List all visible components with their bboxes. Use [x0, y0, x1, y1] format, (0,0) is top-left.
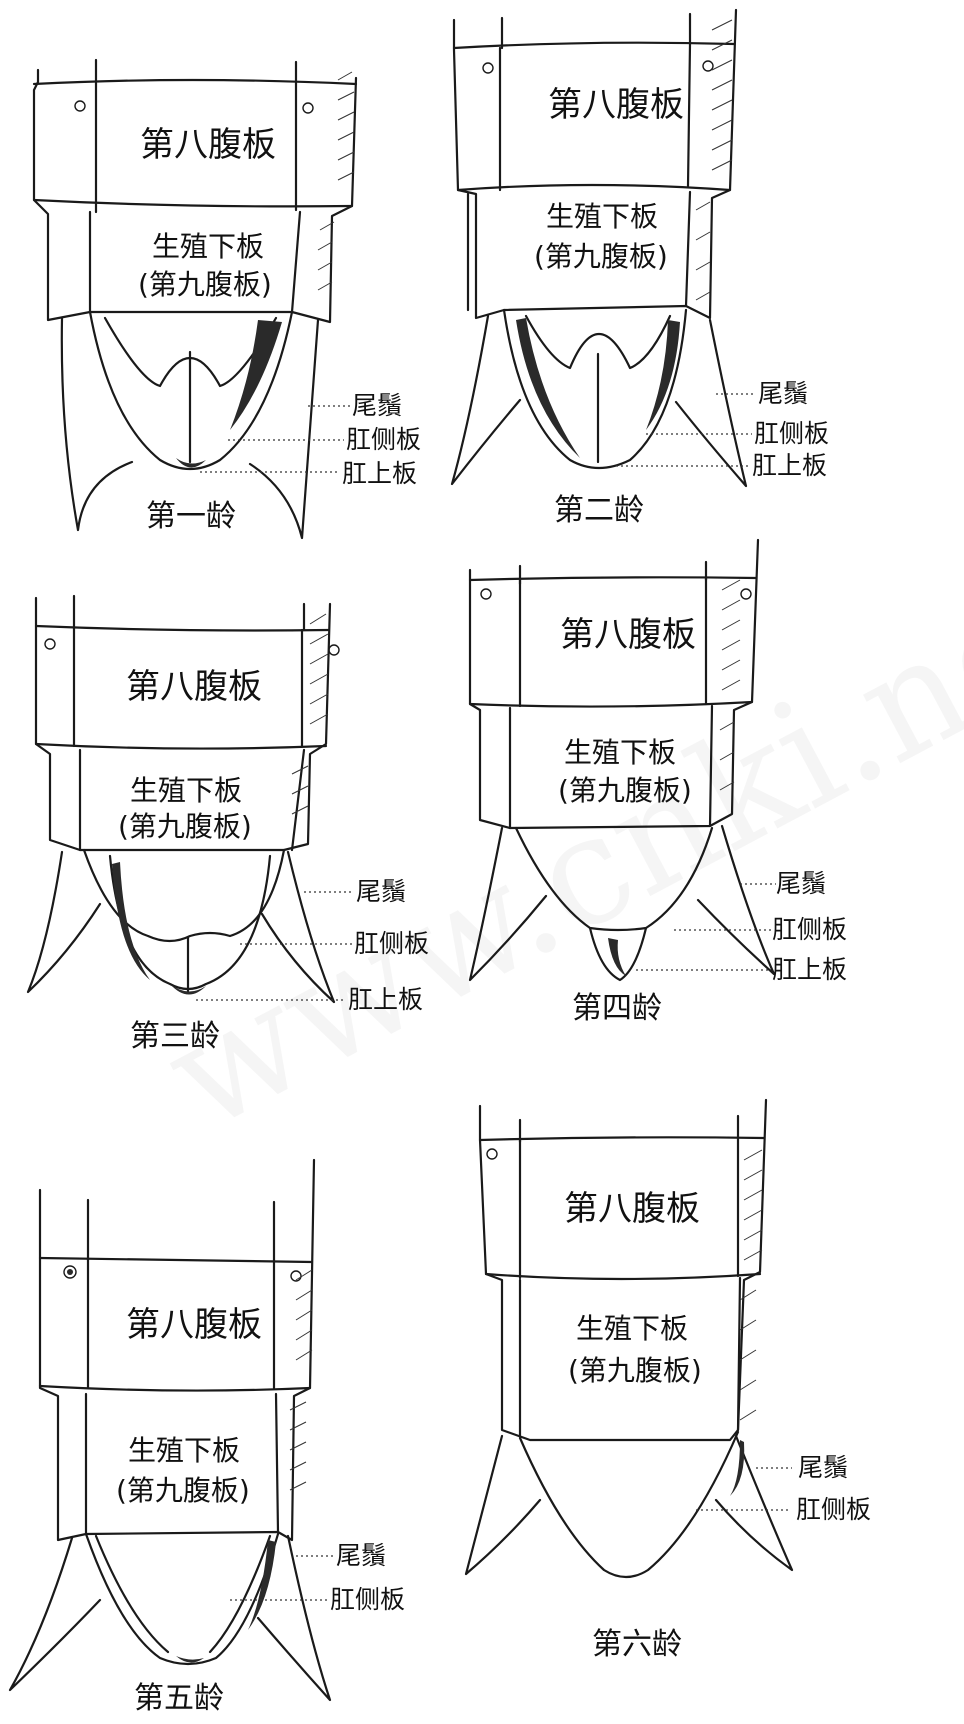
plate9-label-line2: (第九腹板) — [138, 268, 272, 301]
stage-caption: 第三龄 — [130, 1019, 220, 1054]
plate9-label-line2: (第九腹板) — [116, 1474, 250, 1507]
label-epiproct: 肛上板 — [348, 985, 423, 1014]
figure-instar-2: 第八腹板 生殖下板 (第九腹板) 尾鬚 肛侧板 肛上板 第二龄 — [440, 0, 920, 560]
label-paraproct: 肛侧板 — [796, 1495, 871, 1524]
stage-caption: 第一龄 — [146, 499, 236, 534]
label-cercus: 尾鬚 — [352, 391, 402, 420]
figure-instar-3: 第八腹板 生殖下板 (第九腹板) 尾鬚 肛侧板 肛上板 第三龄 — [0, 584, 480, 1154]
plate9-label-line2: (第九腹板) — [534, 240, 668, 273]
stage-caption: 第二龄 — [554, 493, 644, 528]
plate8-label: 第八腹板 — [560, 615, 696, 655]
plate9-label-line2: (第九腹板) — [568, 1354, 702, 1387]
label-cercus: 尾鬚 — [776, 869, 826, 898]
figure-instar-1: 第八腹板 生殖下板 (第九腹板) 尾鬚 肛侧板 肛上板 第一龄 — [0, 0, 480, 590]
plate8-label: 第八腹板 — [564, 1189, 700, 1229]
label-epiproct: 肛上板 — [772, 955, 847, 984]
label-paraproct: 肛侧板 — [346, 425, 421, 454]
figure-instar-4: 第八腹板 生殖下板 (第九腹板) 尾鬚 肛侧板 肛上板 第四龄 — [440, 540, 920, 1100]
label-cercus: 尾鬚 — [336, 1541, 386, 1570]
plate9-label-line2: (第九腹板) — [558, 774, 692, 807]
label-paraproct: 肛侧板 — [354, 929, 429, 958]
stage-caption: 第四龄 — [572, 991, 662, 1026]
plate9-label-line1: 生殖下板 — [130, 774, 242, 807]
plate9-label-line1: 生殖下板 — [128, 1434, 240, 1467]
plate8-label: 第八腹板 — [126, 667, 262, 707]
label-paraproct: 肛侧板 — [772, 915, 847, 944]
abdomen-drawing — [10, 1160, 334, 1700]
label-paraproct: 肛侧板 — [754, 419, 829, 448]
label-epiproct: 肛上板 — [342, 459, 417, 488]
label-paraproct: 肛侧板 — [330, 1585, 405, 1614]
plate9-label-line1: 生殖下板 — [546, 200, 658, 233]
plate9-label-line1: 生殖下板 — [564, 736, 676, 769]
label-epiproct: 肛上板 — [752, 451, 827, 480]
figure-instar-5: 第八腹板 生殖下板 (第九腹板) 尾鬚 肛侧板 第五龄 — [0, 1160, 480, 1724]
label-cercus: 尾鬚 — [758, 379, 808, 408]
stage-caption: 第五龄 — [134, 1681, 224, 1716]
label-cercus: 尾鬚 — [356, 877, 406, 906]
plate8-label: 第八腹板 — [126, 1305, 262, 1345]
plate9-label-line2: (第九腹板) — [118, 810, 252, 843]
figure-instar-6: 第八腹板 生殖下板 (第九腹板) 尾鬚 肛侧板 第六龄 — [440, 1100, 920, 1700]
stage-caption: 第六龄 — [592, 1627, 682, 1662]
plate8-label: 第八腹板 — [548, 85, 684, 125]
plate9-label-line1: 生殖下板 — [152, 230, 264, 263]
plate9-label-line1: 生殖下板 — [576, 1312, 688, 1345]
label-cercus: 尾鬚 — [798, 1453, 848, 1482]
plate8-label: 第八腹板 — [140, 125, 276, 165]
